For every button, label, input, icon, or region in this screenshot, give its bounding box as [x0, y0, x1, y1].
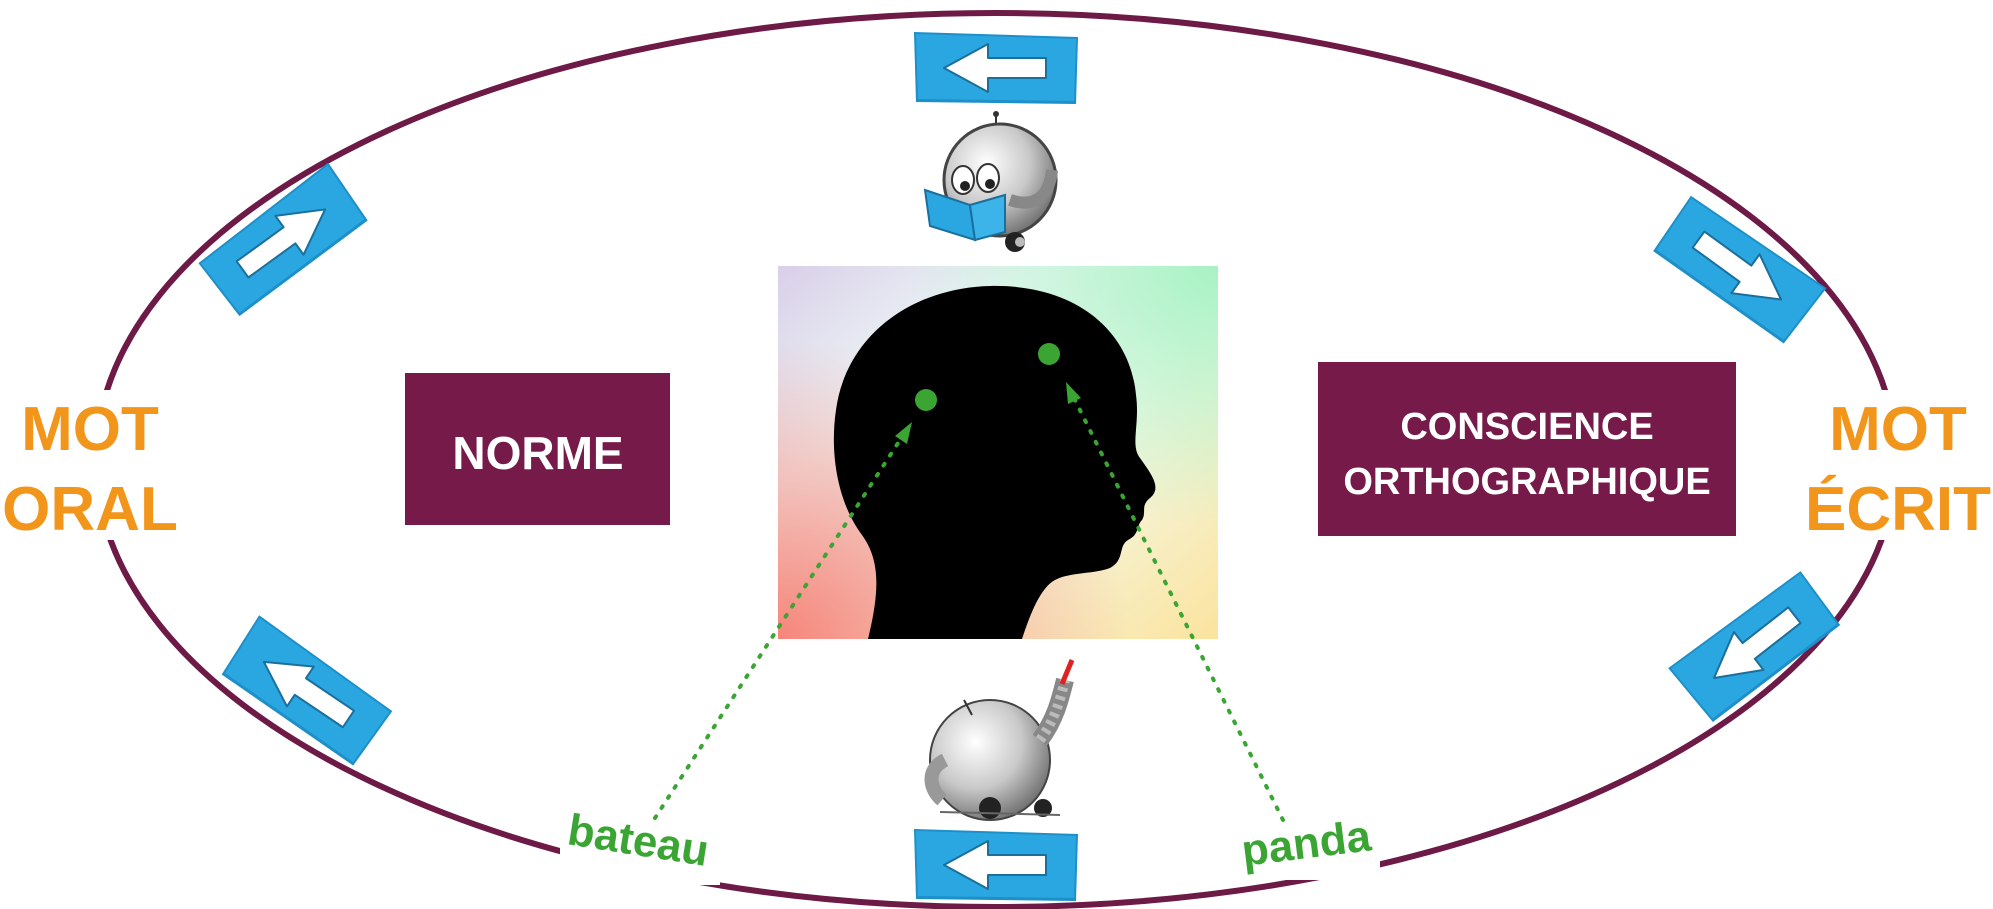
bateau-pathway — [653, 438, 902, 820]
mot-ecrit-line2: ÉCRIT — [1805, 475, 1991, 544]
mot-oral-line2: ORAL — [2, 475, 178, 544]
arrow-upper-right — [1650, 190, 1828, 348]
norme-label: NORME — [452, 427, 623, 479]
conscience-label-line1: CONSCIENCE — [1400, 406, 1653, 448]
left-label-mask — [0, 390, 180, 540]
right-word-mask — [1230, 790, 1380, 880]
robot-writing-icon — [924, 659, 1075, 821]
head-silhouette-icon — [778, 266, 1218, 639]
conscience-label-line2: ORTHOGRAPHIQUE — [1343, 461, 1710, 503]
mot-oral-line1: MOT — [21, 395, 159, 464]
left-word-mask — [560, 795, 720, 885]
bateau-arrowhead — [895, 422, 912, 444]
arrow-bottom-right-pointing — [913, 828, 1079, 902]
mot-ecrit-line1: MOT — [1829, 395, 1967, 464]
conscience-box — [1318, 362, 1736, 536]
arrow-lower-left — [217, 614, 397, 768]
right-label-mask — [1815, 390, 1993, 540]
norme-box — [405, 373, 670, 525]
panda-arrowhead — [1066, 382, 1081, 404]
robot-reading-icon — [923, 111, 1058, 252]
arrow-top-left-pointing — [913, 31, 1079, 105]
